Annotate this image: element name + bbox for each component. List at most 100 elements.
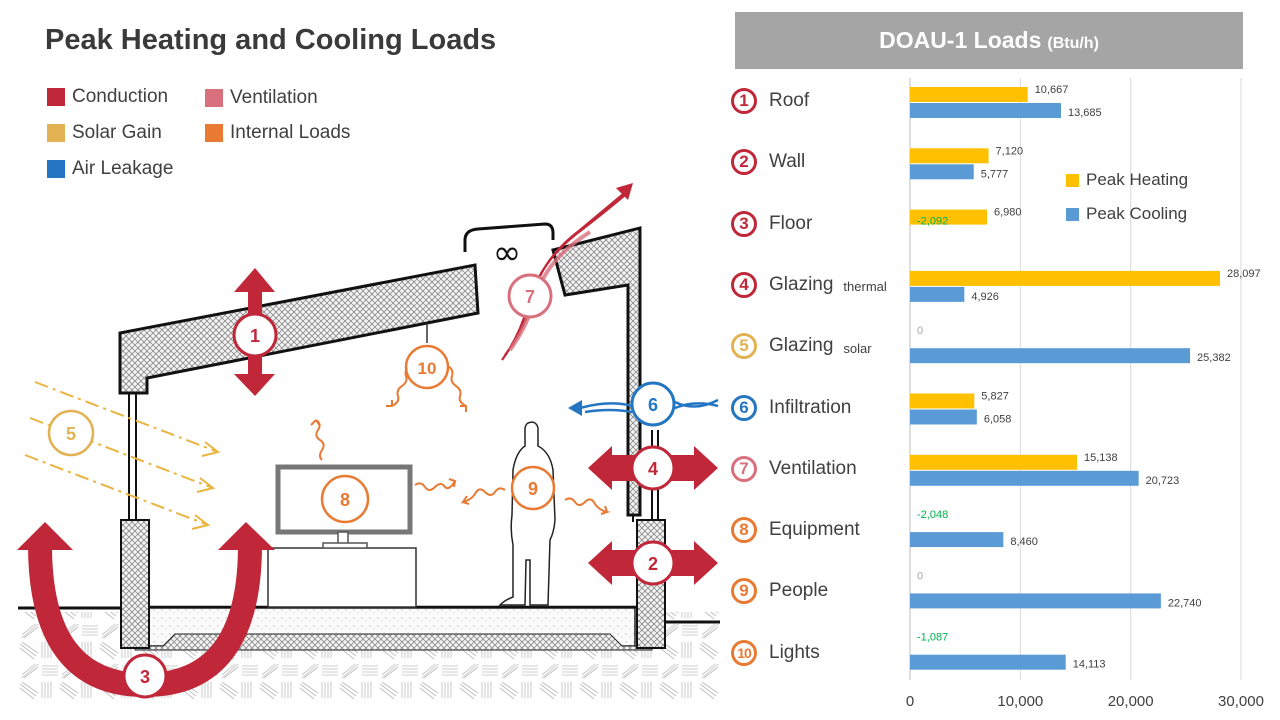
data-label-heating: -1,087 [917, 632, 948, 644]
legend-swatch [47, 124, 65, 142]
legend-swatch-cooling [1066, 207, 1079, 221]
data-label-heating: 28,097 [1227, 268, 1261, 280]
bar-peak-heating [910, 270, 1221, 286]
legend-item-solar-gain: Solar Gain [47, 122, 162, 144]
category-row: 10 Lights [731, 637, 820, 669]
bar-peak-heating [910, 393, 975, 409]
chart-header: DOAU-1 Loads (Btu/h) [735, 12, 1243, 69]
svg-text:3: 3 [140, 667, 150, 687]
category-label: Infiltration [769, 396, 852, 418]
marker-1: 1 [232, 312, 278, 358]
category-label: Glazing [769, 273, 834, 295]
category-number-badge: 6 [731, 394, 757, 421]
svg-text:2: 2 [648, 554, 658, 574]
category-label: Lights [769, 641, 820, 663]
legend-item-ventilation: Ventilation [205, 87, 318, 109]
roof-left [118, 263, 480, 395]
svg-text:4: 4 [648, 459, 658, 479]
category-label: Roof [769, 90, 810, 111]
legend-label: Internal Loads [230, 122, 351, 143]
bar-peak-heating [910, 148, 989, 164]
legend-swatch [205, 124, 223, 142]
bar-peak-heating [910, 87, 1028, 102]
category-number-badge: 1 [731, 88, 757, 114]
page-title: Peak Heating and Cooling Loads [45, 24, 497, 56]
legend-label: Peak Cooling [1086, 204, 1188, 223]
legend-label: Ventilation [230, 87, 318, 108]
bar-peak-cooling [910, 103, 1061, 118]
data-label-heating: 15,138 [1084, 452, 1118, 464]
legend-swatch [47, 88, 65, 106]
legend-swatch [47, 160, 65, 178]
category-row: 3 Floor [731, 208, 812, 240]
svg-text:1: 1 [250, 326, 260, 346]
data-label-cooling: -2,092 [917, 216, 948, 228]
bar-peak-cooling [910, 593, 1161, 609]
svg-text:10: 10 [418, 359, 437, 378]
bar-peak-cooling [910, 532, 1004, 548]
heat-radiation-arrows [310, 365, 611, 515]
marker-2: 2 [630, 540, 676, 586]
category-label: Ventilation [769, 457, 857, 479]
category-row: 9 People [731, 575, 828, 607]
category-number-badge: 5 [731, 333, 757, 360]
category-number-badge: 8 [731, 517, 757, 544]
marker-9: 9 [510, 465, 556, 511]
legend-label: Peak Heating [1086, 170, 1189, 189]
legend-label: Air Leakage [72, 158, 174, 179]
svg-text:9: 9 [528, 479, 538, 499]
fan-icon: ∞ [493, 233, 521, 273]
legend-item-internal-loads: Internal Loads [205, 122, 350, 144]
marker-6: 6 [630, 381, 676, 427]
marker-8: 8 [320, 474, 370, 524]
category-label: People [769, 580, 829, 602]
legend-peak-heating: Peak Heating [1066, 163, 1188, 197]
category-number-badge: 10 [731, 639, 757, 666]
svg-text:8: 8 [340, 490, 350, 510]
category-sublabel: solar [843, 340, 872, 356]
category-number-badge: 4 [731, 271, 757, 298]
svg-text:7: 7 [525, 287, 535, 307]
category-number-badge: 9 [731, 578, 757, 605]
data-label-heating: 10,667 [1035, 84, 1069, 96]
data-label-cooling: 8,460 [1010, 536, 1038, 548]
data-label-heating: 0 [917, 325, 923, 337]
legend-item-conduction: Conduction [47, 86, 168, 108]
data-label-cooling: 13,685 [1068, 107, 1102, 119]
category-label: Equipment [769, 519, 860, 541]
marker-10: 10 [404, 344, 450, 390]
category-row: 4 Glazing thermal [731, 269, 887, 301]
category-number-badge: 7 [731, 455, 757, 482]
marker-4: 4 [630, 445, 676, 491]
x-tick-label: 20,000 [1108, 693, 1154, 710]
x-tick-label: 30,000 [1218, 693, 1264, 710]
category-label: Floor [769, 212, 813, 234]
bar-peak-cooling [910, 654, 1066, 670]
marker-3: 3 [122, 653, 168, 699]
fan-housing [463, 222, 555, 252]
category-number-badge: 3 [731, 210, 757, 237]
category-sublabel: thermal [843, 279, 887, 295]
category-number-badge: 2 [731, 149, 757, 176]
data-label-heating: 0 [917, 570, 923, 582]
data-label-heating: 7,120 [996, 145, 1024, 157]
svg-text:6: 6 [648, 395, 658, 415]
category-label: Glazing [769, 335, 834, 357]
marker-7: 7 [507, 273, 553, 319]
data-label-cooling: 5,777 [981, 168, 1009, 180]
chart-title: DOAU-1 Loads [879, 27, 1042, 53]
category-row: 7 Ventilation [731, 453, 857, 485]
marker-5: 5 [47, 409, 95, 457]
building-section-diagram: ∞ [17, 183, 720, 700]
data-label-heating: -2,048 [917, 509, 948, 521]
data-label-cooling: 22,740 [1168, 597, 1202, 609]
category-row: 5 Glazing solar [731, 330, 872, 362]
bar-peak-cooling [910, 164, 974, 180]
legend-item-air-leakage: Air Leakage [47, 158, 173, 180]
legend-swatch [205, 89, 223, 107]
bar-peak-heating [910, 209, 988, 225]
legend-peak-cooling: Peak Cooling [1066, 197, 1188, 231]
data-label-cooling: 20,723 [1146, 475, 1180, 487]
infiltration-arrow [579, 398, 719, 414]
legend-label: Conduction [72, 86, 169, 107]
